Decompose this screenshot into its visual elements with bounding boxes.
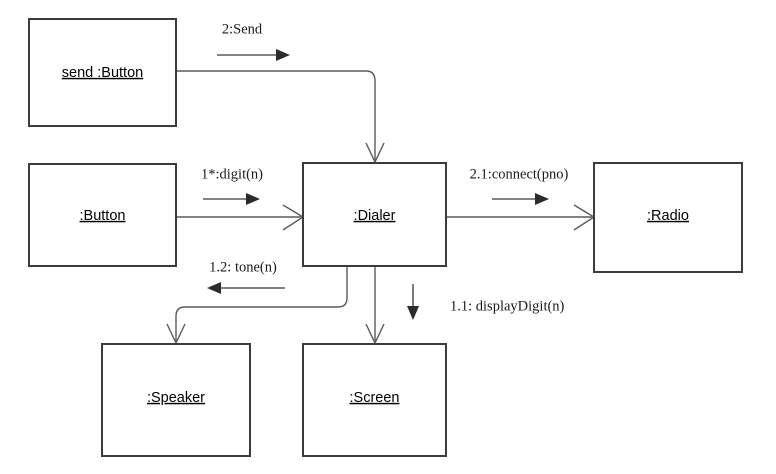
object-speaker[interactable]: :Speaker xyxy=(101,343,251,457)
message-label-digit: 1*:digit(n) xyxy=(201,166,263,182)
object-label-dialer: :Dialer xyxy=(354,208,396,224)
message-display-digit[interactable]: 1.1: displayDigit(n) xyxy=(407,284,565,320)
object-box-button xyxy=(28,163,177,267)
message-arrowhead-display-digit xyxy=(407,306,419,320)
object-label-button: :Button xyxy=(80,208,126,224)
link-send-button-to-dialer[interactable] xyxy=(176,70,385,164)
object-radio[interactable]: :Radio xyxy=(593,162,743,273)
link-button-to-dialer[interactable] xyxy=(176,204,305,231)
message-arrowhead-digit xyxy=(246,193,260,205)
object-label-radio: :Radio xyxy=(647,208,689,224)
message-digit[interactable]: 1*:digit(n) xyxy=(201,166,263,205)
object-box-speaker xyxy=(101,343,251,457)
message-send[interactable]: 2:Send xyxy=(217,21,290,61)
message-label-display-digit: 1.1: displayDigit(n) xyxy=(450,298,565,314)
object-box-dialer xyxy=(302,162,447,267)
link-dialer-to-screen[interactable] xyxy=(365,266,385,345)
object-screen[interactable]: :Screen xyxy=(302,343,447,457)
message-connect[interactable]: 2.1:connect(pno) xyxy=(470,166,569,205)
object-label-speaker: :Speaker xyxy=(147,390,205,406)
object-box-screen xyxy=(302,343,447,457)
message-tone[interactable]: 1.2: tone(n) xyxy=(207,259,285,294)
link-dialer-to-radio[interactable] xyxy=(446,204,596,231)
object-send-button[interactable]: send :Button xyxy=(28,18,177,127)
message-arrowhead-connect xyxy=(535,193,549,205)
object-dialer[interactable]: :Dialer xyxy=(302,162,447,267)
object-label-send-button: send :Button xyxy=(62,65,143,81)
object-box-send-button xyxy=(28,18,177,127)
message-label-connect: 2.1:connect(pno) xyxy=(470,166,569,182)
object-button[interactable]: :Button xyxy=(28,163,177,267)
object-label-screen: :Screen xyxy=(350,390,400,406)
object-box-radio xyxy=(593,162,743,273)
link-line-dialer-speaker xyxy=(175,266,348,341)
link-line-send-button-dialer xyxy=(176,70,376,160)
message-arrowhead-tone xyxy=(207,282,221,294)
message-label-send: 2:Send xyxy=(222,21,263,37)
link-dialer-to-speaker[interactable] xyxy=(166,266,348,345)
message-label-tone: 1.2: tone(n) xyxy=(209,259,277,275)
message-arrowhead-send xyxy=(276,49,290,61)
